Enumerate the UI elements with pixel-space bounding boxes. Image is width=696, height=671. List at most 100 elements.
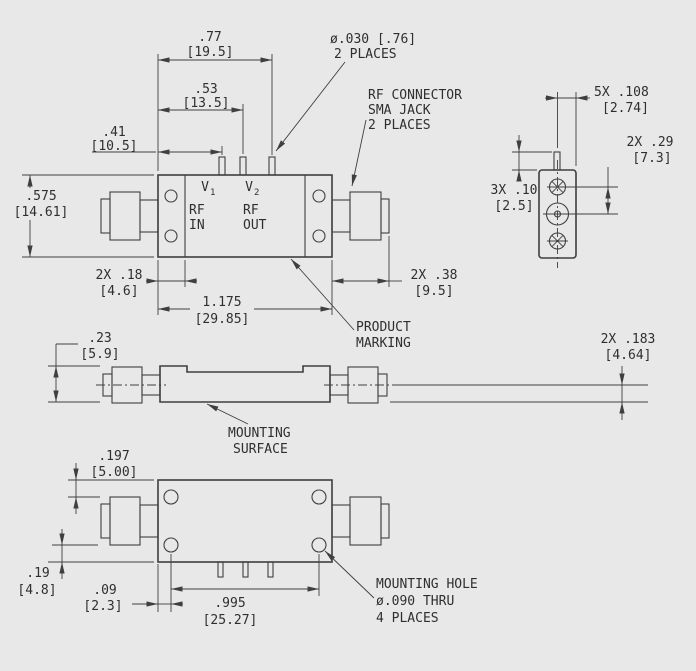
dim-183: 2X .183 [4.64] bbox=[390, 332, 655, 420]
dim-41-inch: .41 bbox=[102, 125, 125, 140]
dim-29: 2X .29 [7.3] bbox=[566, 135, 674, 215]
dim-38-mm: [9.5] bbox=[414, 284, 453, 299]
rf-connector-text-3: 2 PLACES bbox=[368, 118, 431, 133]
note-rf-connector: RF CONNECTOR SMA JACK 2 PLACES bbox=[351, 88, 462, 187]
label-rf-out-1: RF bbox=[243, 203, 259, 218]
dim-53: .53 [13.5] bbox=[158, 82, 244, 154]
dim-19-mm: [4.8] bbox=[17, 583, 56, 598]
dim-53-inch: .53 bbox=[194, 82, 217, 97]
dim-18: 2X .18 [4.6] bbox=[96, 260, 197, 299]
screw-hole bbox=[164, 189, 178, 203]
dim-38-inch: 2X .38 bbox=[411, 268, 458, 283]
connector-tip bbox=[100, 198, 111, 234]
dim-1175: 1.175 [29.85] bbox=[157, 260, 333, 327]
pin-diameter-text-2: 2 PLACES bbox=[334, 47, 397, 62]
note-pin-diameter: ø.030 [.76] 2 PLACES bbox=[275, 32, 416, 152]
label-v2: V bbox=[245, 180, 253, 195]
product-marking-leader bbox=[290, 258, 355, 331]
dim-23-inch: .23 bbox=[88, 331, 111, 346]
label-v1: V bbox=[201, 180, 209, 195]
dim-29-mm: [7.3] bbox=[632, 151, 671, 166]
dim-09-mm: [2.3] bbox=[83, 599, 122, 614]
mounting-hole bbox=[311, 489, 327, 505]
dim-183-inch: 2X .183 bbox=[601, 332, 656, 347]
end-view-pin bbox=[553, 151, 561, 171]
rf-connector-text-2: SMA JACK bbox=[368, 103, 431, 118]
dim-09: .09 [2.3] bbox=[83, 554, 183, 614]
dim-18-inch: 2X .18 bbox=[96, 268, 143, 283]
pin bbox=[217, 561, 224, 578]
dim-23: .23 [5.9] bbox=[48, 331, 120, 403]
label-v1-sub: 1 bbox=[210, 188, 215, 198]
dim-575: .575 [14.61] bbox=[14, 174, 154, 258]
dim-38: 2X .38 [9.5] bbox=[332, 236, 457, 299]
mounting-surface-text-1: MOUNTING bbox=[228, 426, 291, 441]
dim-09-inch: .09 bbox=[93, 583, 116, 598]
mounting-hole bbox=[311, 537, 327, 553]
rf-connector-text-1: RF CONNECTOR bbox=[368, 88, 462, 103]
rf-connector-leader bbox=[351, 119, 367, 187]
pin-middle bbox=[239, 156, 247, 176]
dim-41: .41 [10.5] bbox=[91, 125, 223, 155]
note-product-marking: PRODUCT MARKING bbox=[290, 258, 411, 351]
sma-connector-left-bottom bbox=[100, 496, 159, 546]
pin bbox=[242, 561, 249, 578]
dim-108-inch: 5X .108 bbox=[594, 85, 649, 100]
dim-10: 3X .10 [2.5] bbox=[491, 135, 552, 214]
dim-995: .995 [25.27] bbox=[171, 554, 320, 628]
mounting-hole bbox=[163, 537, 179, 553]
mounting-surface-leader bbox=[206, 403, 249, 425]
product-marking-text-1: PRODUCT bbox=[356, 320, 411, 335]
sma-connector-left bbox=[100, 191, 159, 241]
dim-77-inch: .77 bbox=[198, 30, 221, 45]
dim-53-mm: [13.5] bbox=[183, 96, 230, 111]
note-mounting-surface: MOUNTING SURFACE bbox=[206, 403, 291, 457]
note-mounting-hole: MOUNTING HOLE ø.090 THRU 4 PLACES bbox=[324, 550, 478, 626]
dim-995-mm: [25.27] bbox=[203, 613, 258, 628]
bottom-view bbox=[100, 479, 390, 578]
dim-10-mm: [2.5] bbox=[494, 199, 533, 214]
pin-v2 bbox=[268, 156, 276, 176]
dim-183-mm: [4.64] bbox=[605, 348, 652, 363]
dim-19-inch: .19 bbox=[26, 566, 49, 581]
label-rf-in-1: RF bbox=[189, 203, 205, 218]
mounting-hole-text-2: ø.090 THRU bbox=[376, 594, 454, 609]
end-view-screw-top bbox=[547, 178, 568, 196]
screw-hole bbox=[312, 229, 326, 243]
dim-19: .19 [4.8] bbox=[17, 529, 154, 598]
side-view-body bbox=[159, 365, 331, 403]
mounting-hole bbox=[163, 489, 179, 505]
dim-29-inch: 2X .29 bbox=[627, 135, 674, 150]
dim-108-mm: [2.74] bbox=[602, 101, 649, 116]
pin-diameter-leader bbox=[275, 61, 346, 152]
dim-77-mm: [19.5] bbox=[187, 45, 234, 60]
dim-197-mm: [5.00] bbox=[91, 465, 138, 480]
dim-77: .77 [19.5] bbox=[157, 30, 273, 171]
dim-41-mm: [10.5] bbox=[91, 139, 138, 154]
dim-1175-mm: [29.85] bbox=[195, 312, 250, 327]
dim-575-mm: [14.61] bbox=[14, 205, 69, 220]
end-view-screw-bottom bbox=[547, 232, 568, 250]
label-rf-out-2: OUT bbox=[243, 218, 267, 233]
mounting-hole-text-1: MOUNTING HOLE bbox=[376, 577, 478, 592]
dim-108: 5X .108 [2.74] bbox=[545, 85, 649, 166]
top-view: V 1 V 2 RF IN RF OUT bbox=[100, 156, 390, 258]
screw-hole bbox=[312, 189, 326, 203]
side-view bbox=[96, 365, 394, 404]
product-marking-text-2: MARKING bbox=[356, 336, 411, 351]
sma-connector-right bbox=[331, 191, 390, 241]
dim-995-inch: .995 bbox=[214, 596, 245, 611]
dim-10-inch: 3X .10 bbox=[491, 183, 538, 198]
pin-v1 bbox=[218, 156, 226, 176]
connector-tip bbox=[100, 503, 111, 539]
dim-18-mm: [4.6] bbox=[99, 284, 138, 299]
connector-tip bbox=[380, 198, 390, 234]
pin bbox=[267, 561, 274, 578]
mounting-hole-text-3: 4 PLACES bbox=[376, 611, 439, 626]
mounting-hole-leader bbox=[324, 550, 375, 599]
end-view-connector-center bbox=[543, 202, 572, 226]
dim-1175-inch: 1.175 bbox=[202, 295, 241, 310]
